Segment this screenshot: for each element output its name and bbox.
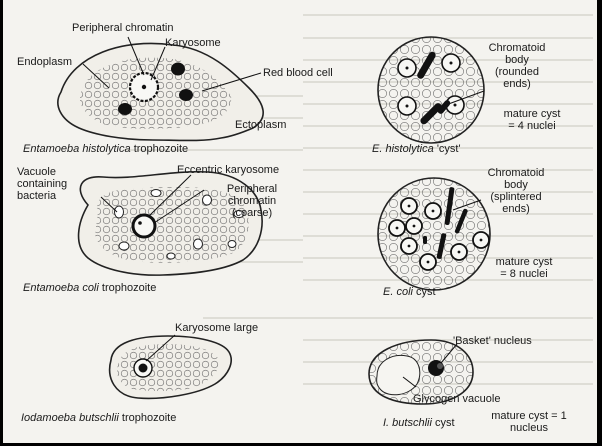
label-ectoplasm: Ectoplasm bbox=[235, 119, 286, 131]
caption-stage: 'cyst' bbox=[437, 143, 461, 155]
caption-species: E. coli bbox=[383, 286, 413, 298]
diagram-panel: Peripheral chromatin Karyosome Endoplasm… bbox=[3, 0, 597, 443]
caption-stage: trophozoite bbox=[134, 143, 188, 155]
caption-stage: cyst bbox=[435, 417, 455, 429]
label-endoplasm: Endoplasm bbox=[17, 56, 72, 68]
caption-stage: trophozoite bbox=[122, 412, 176, 424]
eh-trophozoite-nucleus bbox=[130, 73, 158, 101]
label-ib-mature-cyst: mature cyst = 1 nucleus bbox=[489, 410, 569, 434]
caption-species: Iodamoeba butschlii bbox=[21, 412, 119, 424]
ib-trophozoite-body bbox=[110, 336, 232, 398]
caption-stage: cyst bbox=[416, 286, 436, 298]
label-peripheral-chromatin: Peripheral chromatin bbox=[72, 22, 174, 34]
label-eh-mature-cyst: mature cyst = 4 nuclei bbox=[503, 108, 561, 132]
caption-stage: trophozoite bbox=[102, 282, 156, 294]
caption-ec-trophozoite: Entamoeba coli trophozoite bbox=[23, 282, 156, 294]
caption-eh-trophozoite: Entamoeba histolytica trophozoite bbox=[23, 143, 188, 155]
caption-ib-cyst: I. butschlii cyst bbox=[383, 417, 455, 429]
caption-eh-cyst: E. histolytica 'cyst' bbox=[372, 143, 461, 155]
caption-species: E. histolytica bbox=[372, 143, 434, 155]
label-ec-chromatoid-body: Chromatoid body (splintered ends) bbox=[483, 167, 549, 215]
label-red-blood-cell: Red blood cell bbox=[263, 67, 333, 79]
caption-species: Entamoeba histolytica bbox=[23, 143, 131, 155]
label-eccentric-karyosome: Eccentric karyosome bbox=[177, 164, 279, 176]
label-karyosome: Karyosome bbox=[165, 37, 221, 49]
ec-cyst bbox=[378, 178, 490, 290]
caption-species: Entamoeba coli bbox=[23, 282, 99, 294]
label-vacuole-containing-bacteria: Vacuole containing bacteria bbox=[17, 166, 107, 202]
caption-ib-trophozoite: Iodamoeba butschlii trophozoite bbox=[21, 412, 176, 424]
label-karyosome-large: Karyosome large bbox=[175, 322, 258, 334]
label-eh-chromatoid-body: Chromatoid body (rounded ends) bbox=[485, 42, 549, 90]
label-basket-nucleus: 'Basket' nucleus bbox=[453, 335, 532, 347]
caption-species: I. butschlii bbox=[383, 417, 432, 429]
ec-trophozoite-nucleus bbox=[133, 215, 155, 237]
label-glycogen-vacuole: Glycogen vacuole bbox=[413, 393, 500, 405]
eh-cyst bbox=[378, 37, 484, 143]
label-ec-mature-cyst: mature cyst = 8 nuclei bbox=[495, 256, 553, 280]
caption-ec-cyst: E. coli cyst bbox=[383, 286, 436, 298]
label-peripheral-chromatin-coarse: Peripheral chromatin (coarse) bbox=[217, 183, 287, 219]
